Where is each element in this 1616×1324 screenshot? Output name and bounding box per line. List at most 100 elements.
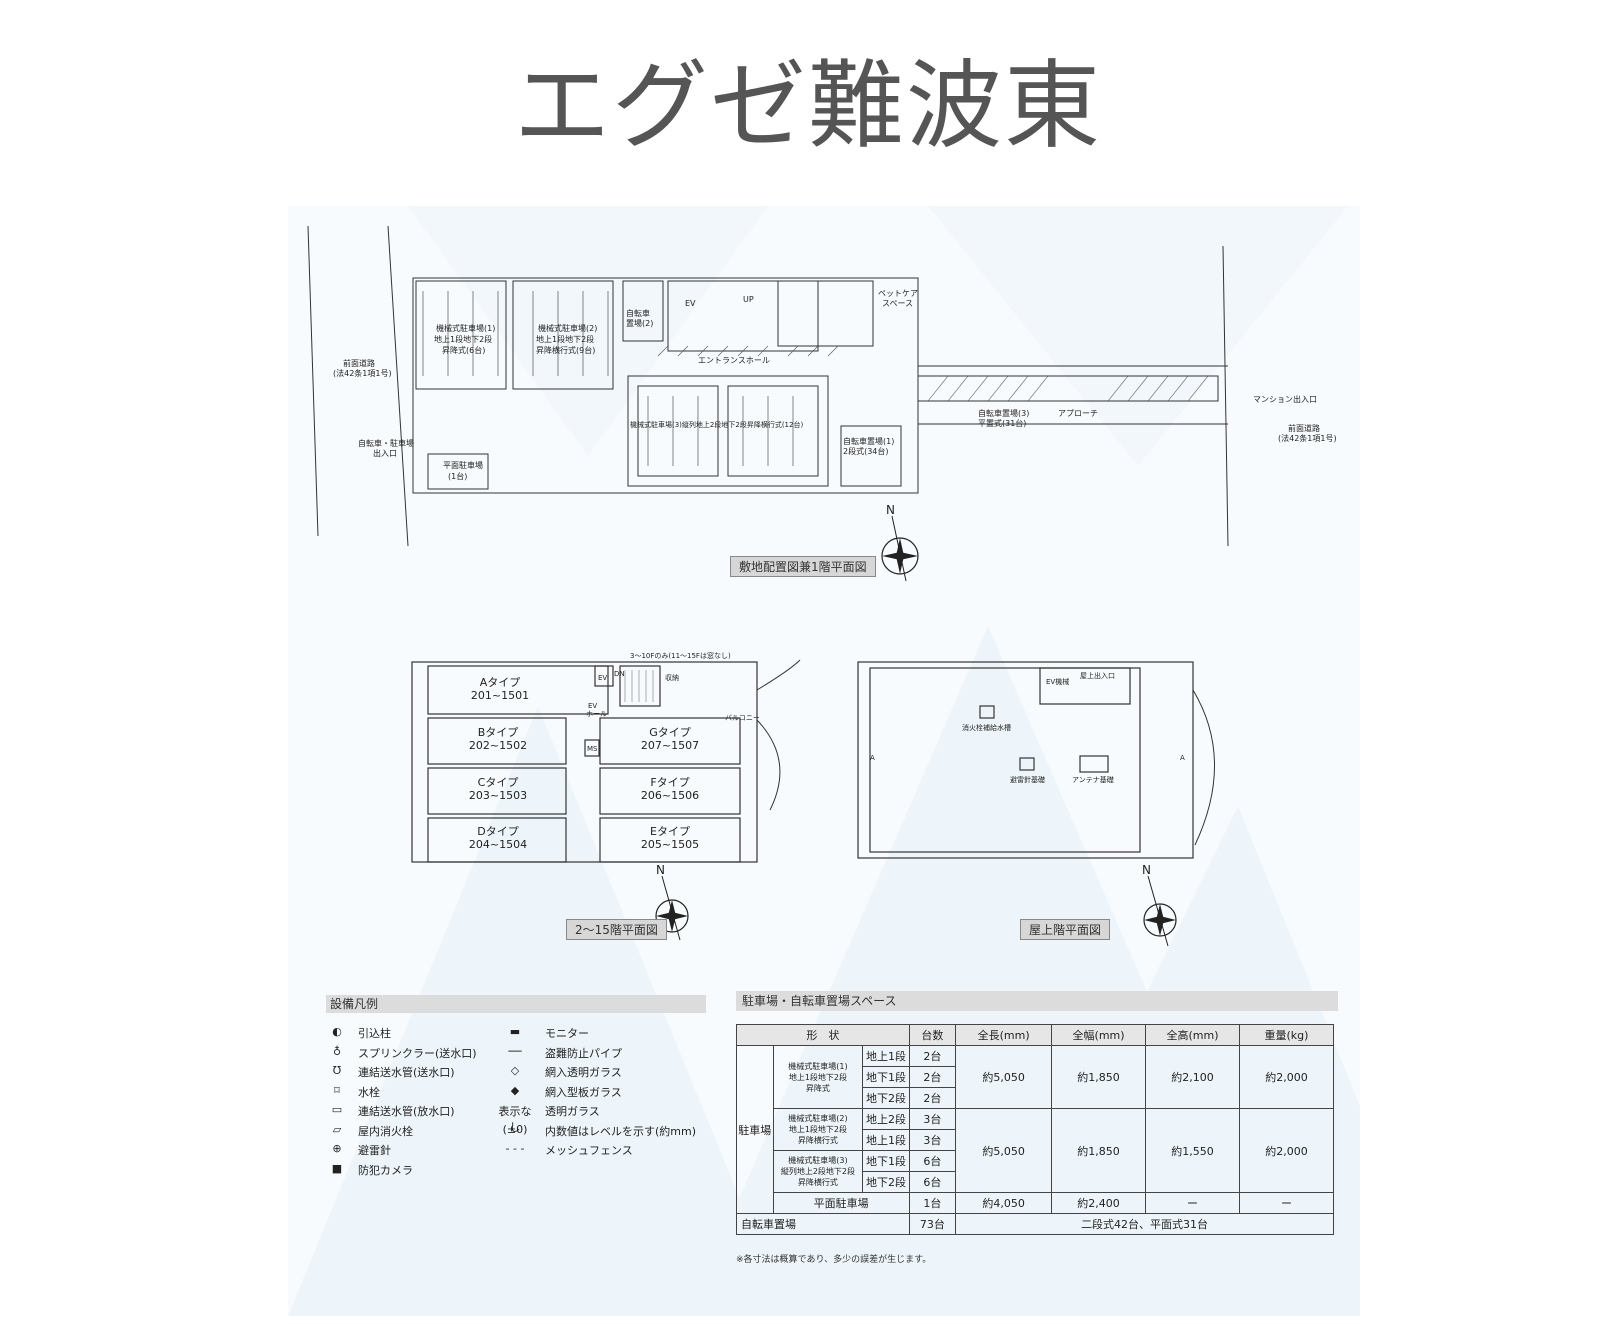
road-right-label-2: (法42条1項1号)	[1278, 433, 1337, 443]
storage-label: 収納	[665, 673, 679, 682]
header-length: 全長(mm)	[955, 1024, 1053, 1046]
group-label: 駐車場	[736, 1045, 774, 1214]
header-height: 全高(mm)	[1145, 1024, 1240, 1046]
unit-e-range: 205~1505	[641, 838, 699, 851]
header-weight: 重量(kg)	[1238, 1024, 1335, 1046]
roof-exit-label: 屋上出入口	[1080, 671, 1115, 680]
unit-a-type: Aタイプ	[480, 676, 521, 689]
roof-a-right: A	[1180, 754, 1185, 762]
mech2-name: 機械式駐車場(2) 地上1段地下2段 昇降横行式	[772, 1108, 864, 1151]
legend-symbol: ──	[508, 1044, 522, 1058]
roof-plan: EV機械 屋上出入口 消火栓補給水槽 避雷針基礎 アンテナ基礎 A A N	[857, 661, 1215, 947]
svg-text:N: N	[1142, 863, 1151, 877]
header-width: 全幅(mm)	[1051, 1024, 1147, 1046]
compass-icon-typical: N	[655, 863, 689, 941]
table-cell: 地下1段	[862, 1150, 910, 1172]
table-cell: 約4,050	[955, 1192, 1053, 1214]
bike-parking-1-label-1: 自転車置場(1)	[843, 436, 894, 446]
mansion-entry-label: マンション出入口	[1253, 394, 1317, 404]
typical-plan-caption: 2～15階平面図	[566, 919, 667, 940]
legend-symbol: ⊕	[332, 1142, 342, 1155]
legend-label: 連結送水管(放水口)	[358, 1105, 455, 1118]
svg-text:N: N	[656, 863, 665, 877]
parking-table: 形 状 台数 全長(mm) 全幅(mm) 全高(mm) 重量(kg) 駐車場 機…	[736, 1024, 1335, 1235]
table-cell: 2台	[908, 1066, 957, 1088]
unit-d-type: Dタイプ	[477, 825, 518, 838]
table-cell: ー	[1145, 1192, 1240, 1214]
legend-label: スプリンクラー(送水口)	[358, 1046, 477, 1060]
mech-parking-1-area	[415, 280, 507, 390]
ev-label: EV	[685, 299, 696, 308]
legend-symbol: - - -	[505, 1142, 525, 1155]
legend-label: 網入型板ガラス	[545, 1085, 622, 1099]
table-cell: 地上1段	[862, 1129, 910, 1151]
header-shape: 形 状	[736, 1024, 910, 1046]
table-cell: 約2,100	[1145, 1045, 1240, 1109]
fire-tank-label: 消火栓補給水槽	[962, 723, 1011, 732]
table-cell: 二段式42台、平面式31台	[955, 1213, 1334, 1235]
table-cell: 3台	[908, 1108, 957, 1130]
table-cell: 2台	[908, 1045, 957, 1067]
table-cell: 約5,050	[955, 1108, 1053, 1193]
legend-symbol: Ʊ	[332, 1064, 342, 1077]
mech-parking-1-label-3: 昇降式(6台)	[442, 345, 485, 355]
legend-label: モニター	[545, 1027, 589, 1040]
parking-heading: 駐車場・自転車置場スペース	[736, 991, 1338, 1011]
unit-f-type: Fタイプ	[650, 776, 689, 789]
legend-symbol: ◇	[510, 1064, 520, 1077]
page-title: エグゼ難波東	[514, 50, 1102, 162]
bike-parking-2-label-1: 自転車	[626, 308, 650, 318]
legend-label: 網入透明ガラス	[545, 1066, 622, 1079]
mech-parking-2-label-2: 地上1段地下2段	[536, 334, 594, 344]
road-right-label-1: 前面道路	[1288, 423, 1320, 433]
entrance-hall-label: エントランスホール	[698, 356, 770, 365]
bike-parking-name: 自転車置場	[736, 1213, 910, 1235]
legend-symbol: ■	[331, 1161, 343, 1175]
mech1-name: 機械式駐車場(1) 地上1段地下2段 昇降式	[772, 1045, 864, 1109]
mech-parking-2-label-3: 昇降横行式(9台)	[536, 345, 595, 355]
legend-symbol: ◐	[332, 1025, 342, 1038]
legend-label: 透明ガラス	[545, 1105, 600, 1118]
legend-symbol: ⌑	[334, 1083, 340, 1097]
antenna-base-label: アンテナ基礎	[1072, 775, 1114, 784]
ev-machine-label: EV機械	[1046, 677, 1069, 686]
approach-label: アプローチ	[1058, 409, 1098, 418]
legend-label: 連結送水管(送水口)	[358, 1066, 455, 1079]
pet-care-label-2: スペース	[882, 299, 913, 308]
balcony-label: バルコニー	[725, 714, 760, 722]
legend-symbol: ▱	[332, 1122, 342, 1136]
road-left-label-2: (法42条1項1号)	[333, 368, 392, 378]
table-cell: 地下2段	[862, 1171, 910, 1193]
table-cell: 3台	[908, 1129, 957, 1151]
parking-footnote: ※各寸法は概算であり、多少の誤差が生じます。	[736, 1255, 932, 1265]
legend-symbol: ◆	[510, 1083, 520, 1097]
unit-c-type: Cタイプ	[478, 776, 519, 789]
unit-e-type: Eタイプ	[650, 825, 690, 838]
table-cell: 1台	[908, 1192, 957, 1214]
legend-symbol: (±0)	[502, 1122, 528, 1136]
unit-g-type: Gタイプ	[649, 726, 691, 739]
header-count: 台数	[908, 1024, 957, 1046]
ms-label: MS	[587, 745, 598, 753]
window-note: 3～10Fのみ(11～15Fは窓なし)	[630, 651, 731, 660]
legend-label: 盗難防止パイプ	[545, 1046, 622, 1060]
legend-symbol: ♁	[332, 1044, 342, 1058]
typical-floor-plan: Aタイプ 201~1501 Bタイプ 202~1502 Cタイプ 203~150…	[411, 651, 801, 941]
legend-label: メッシュフェンス	[545, 1144, 633, 1157]
unit-b-type: Bタイプ	[478, 726, 519, 739]
table-cell: 73台	[908, 1213, 957, 1235]
table-cell: 約1,850	[1051, 1045, 1147, 1109]
mech-parking-2-label-1: 機械式駐車場(2)	[538, 323, 597, 333]
table-cell: 地下2段	[862, 1087, 910, 1109]
bike-parking-3-label-1: 自転車置場(3)	[978, 408, 1029, 418]
table-cell: ー	[1238, 1192, 1335, 1214]
lightning-base-label: 避雷針基礎	[1010, 775, 1045, 784]
road-left-label-1: 前面道路	[343, 358, 375, 368]
site-plan: 機械式駐車場(1) 地上1段地下2段 昇降式(6台) 機械式駐車場(2) 地上1…	[307, 225, 1337, 582]
bike-entry-label-2: 出入口	[373, 448, 397, 458]
pet-care-label-1: ペットケア	[878, 289, 918, 298]
table-cell: 約2,000	[1238, 1108, 1335, 1193]
table-cell: 地下1段	[862, 1066, 910, 1088]
bike-parking-2-label-2: 置場(2)	[626, 318, 653, 328]
mech-parking-3-label: 機械式駐車場(3)縦列地上2段地下2段昇降横行式(12台)	[630, 420, 803, 429]
